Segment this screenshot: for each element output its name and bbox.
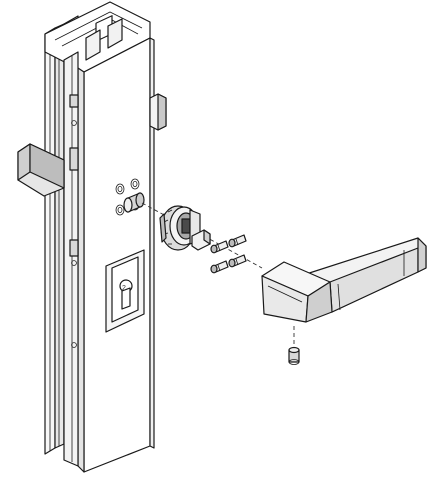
square-spindle — [191, 229, 211, 251]
spring-cassette-rosette — [123, 192, 263, 269]
profile-bracket — [149, 93, 167, 131]
grub-screw — [288, 326, 300, 365]
cylinder-marking: 2 — [122, 285, 126, 292]
euro-cylinder-escutcheon: 2 — [105, 249, 145, 333]
aluminium-door-profile — [44, 1, 155, 473]
lever-handle — [261, 237, 427, 323]
mounting-screws — [210, 234, 247, 274]
lock-strike-tongue — [17, 143, 65, 197]
